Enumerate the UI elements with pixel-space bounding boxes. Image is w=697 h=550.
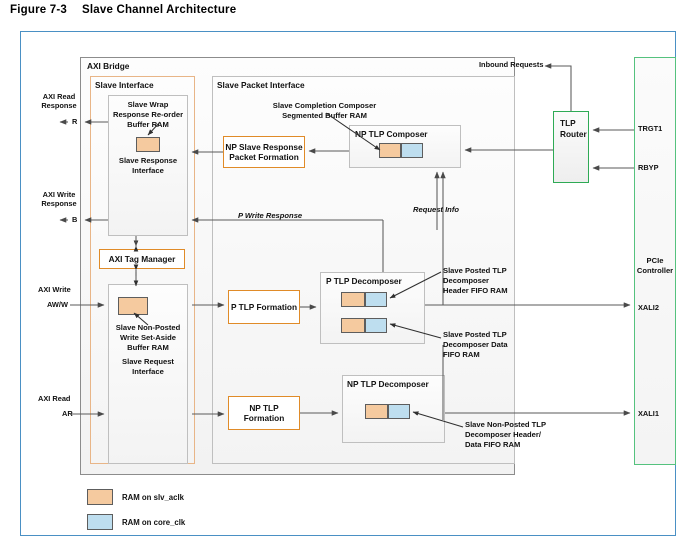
ram-p-tlp-decomposer-data-core (365, 318, 387, 333)
block-np-slave-response-packet-formation-label: NP Slave Response Packet Formation (225, 141, 303, 162)
ram-p-tlp-decomposer-data-slv (341, 318, 365, 333)
port-axi-write-response: AXI Write Response (41, 190, 77, 208)
container-slave-packet-interface-label: Slave Packet Interface (217, 80, 305, 90)
ram-np-tlp-decomposer-slv (365, 404, 388, 419)
port-axi-read-response: AXI Read Response (41, 92, 77, 110)
panel-pcie-controller (634, 57, 676, 465)
block-np-tlp-formation-label: NP TLP Formation (243, 402, 285, 423)
container-axi-bridge-label: AXI Bridge (87, 61, 130, 71)
panel-pcie-controller-label: PCIe Controller (636, 256, 674, 276)
label-request-info: Request Info (413, 205, 459, 214)
label-p-write-response: P Write Response (238, 211, 303, 220)
port-axi-write: AXI Write (38, 285, 71, 294)
ram-slave-nonposted-write-set-aside-buffer (118, 297, 148, 315)
block-np-tlp-formation[interactable]: NP TLP Formation (228, 396, 300, 430)
figure-title: Slave Channel Architecture (82, 4, 237, 16)
ram-p-tlp-decomposer-header-slv (341, 292, 365, 307)
block-np-tlp-decomposer-label: NP TLP Decomposer (347, 379, 429, 389)
label-inbound-requests: Inbound Requests (479, 60, 544, 69)
label-slave-posted-header-ram: Slave Posted TLP Decomposer Header FIFO … (443, 266, 508, 296)
legend-label-core-clk: RAM on core_clk (122, 518, 186, 527)
block-tlp-router-label: TLP Router (560, 118, 587, 139)
block-axi-tag-manager[interactable]: AXI Tag Manager (99, 249, 185, 269)
block-tlp-router[interactable]: TLP Router (553, 111, 589, 183)
block-slave-wrap-ram-label: Slave Wrap Response Re-order Buffer RAM (112, 100, 184, 130)
figure-number: Figure 7-3 (10, 4, 67, 16)
label-slave-posted-data-ram: Slave Posted TLP Decomposer Data FIFO RA… (443, 330, 508, 360)
port-axi-read: AXI Read (38, 394, 71, 403)
block-np-slave-response-packet-formation[interactable]: NP Slave Response Packet Formation (223, 136, 305, 168)
label-slave-completion-composer-ram: Slave Completion Composer Segmented Buff… (272, 101, 377, 121)
ram-np-tlp-decomposer-core (388, 404, 410, 419)
label-slave-nonposted-decomp-ram: Slave Non-Posted TLP Decomposer Header/ … (465, 420, 547, 450)
block-p-tlp-formation-label: P TLP Formation (230, 301, 298, 312)
legend-swatch-core-clk (87, 514, 113, 530)
block-axi-tag-manager-label: AXI Tag Manager (108, 253, 176, 264)
port-trgt1: TRGT1 (638, 124, 663, 133)
figure-caption: Figure 7-3 Slave Channel Architecture (10, 4, 236, 16)
ram-slave-wrap-response-reorder-buffer (136, 137, 160, 152)
port-xali2: XALI2 (638, 303, 659, 312)
legend-swatch-slv-aclk (87, 489, 113, 505)
block-p-tlp-formation[interactable]: P TLP Formation (228, 290, 300, 324)
port-axi-read-signal: AR (62, 409, 73, 418)
block-slave-request-interface-label: Slave Request Interface (122, 357, 174, 377)
ram-np-tlp-composer-slv-aclk (379, 143, 401, 158)
port-xali1: XALI1 (638, 409, 659, 418)
legend-label-slv-aclk: RAM on slv_aclk (122, 493, 184, 502)
ram-np-tlp-composer-core-clk (401, 143, 423, 158)
port-axi-read-response-signal: R (72, 117, 78, 126)
container-slave-interface-label: Slave Interface (95, 80, 154, 90)
block-slave-response-interface (108, 95, 188, 236)
port-axi-write-signal: AW/W (47, 300, 68, 309)
block-p-tlp-decomposer-label: P TLP Decomposer (326, 276, 402, 286)
port-rbyp: RBYP (638, 163, 659, 172)
block-np-tlp-composer-label: NP TLP Composer (355, 129, 428, 139)
block-slave-response-interface-label: Slave Response Interface (118, 156, 178, 176)
block-slave-nonposted-ram-label: Slave Non-Posted Write Set-Aside Buffer … (115, 323, 181, 353)
port-axi-write-response-signal: B (72, 215, 78, 224)
ram-p-tlp-decomposer-header-core (365, 292, 387, 307)
